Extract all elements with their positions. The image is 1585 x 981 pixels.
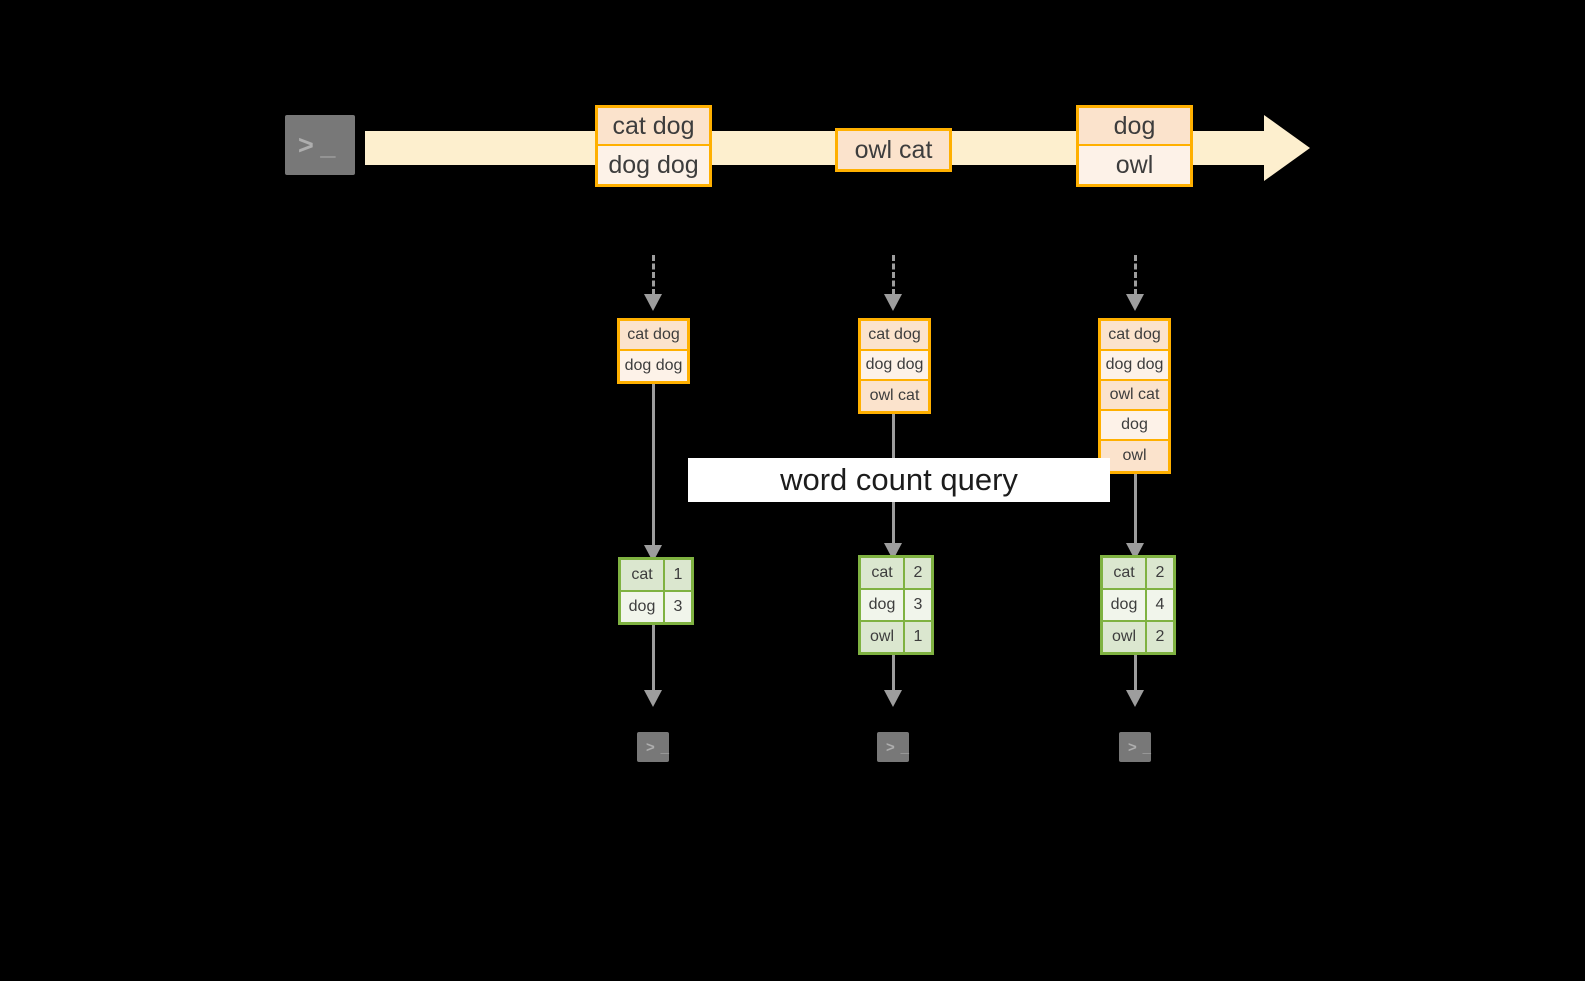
stage-1-output-arrowhead xyxy=(644,690,662,707)
stream-record-1[interactable]: cat dog dog dog xyxy=(595,105,712,187)
result-word: dog xyxy=(861,590,905,620)
prompt-chevron-icon: > xyxy=(1128,738,1138,756)
accumulated-row: owl cat xyxy=(861,381,928,411)
result-count: 1 xyxy=(905,622,931,652)
prompt-cursor-icon: _ xyxy=(1142,738,1152,756)
result-row: cat 2 xyxy=(1103,558,1173,590)
result-row: dog 3 xyxy=(621,592,691,622)
query-label-banner: word count query xyxy=(688,458,1110,502)
terminal-prompt-icon: > _ xyxy=(1119,732,1151,762)
stage-3-accumulated-table[interactable]: cat dog dog dog owl cat dog owl xyxy=(1098,318,1171,474)
terminal-prompt-icon: > _ xyxy=(637,732,669,762)
stage-1-output-connector xyxy=(652,621,655,696)
result-word: cat xyxy=(621,560,665,590)
stage-3-sink-terminal[interactable]: > _ xyxy=(1109,722,1161,772)
result-count: 4 xyxy=(1147,590,1173,620)
stage-2-ingest-connector xyxy=(892,255,895,295)
result-count: 2 xyxy=(905,558,931,588)
query-label-text: word count query xyxy=(780,462,1018,497)
result-row: owl 2 xyxy=(1103,622,1173,652)
prompt-chevron-icon: > xyxy=(886,738,896,756)
terminal-prompt-icon: > _ xyxy=(877,732,909,762)
stage-2-ingest-arrowhead xyxy=(884,294,902,311)
accumulated-row: owl xyxy=(1101,441,1168,471)
stream-record-line: dog xyxy=(1079,108,1190,146)
stream-record-line: dog dog xyxy=(598,146,709,184)
result-row: cat 1 xyxy=(621,560,691,592)
stage-1-ingest-connector xyxy=(652,255,655,295)
stage-1-query-connector xyxy=(652,384,655,551)
result-row: dog 4 xyxy=(1103,590,1173,622)
result-row: owl 1 xyxy=(861,622,931,652)
prompt-cursor-icon: _ xyxy=(900,738,910,756)
result-word: owl xyxy=(1103,622,1147,652)
stage-1-result-table[interactable]: cat 1 dog 3 xyxy=(618,557,694,625)
stage-2-accumulated-table[interactable]: cat dog dog dog owl cat xyxy=(858,318,931,414)
result-row: dog 3 xyxy=(861,590,931,622)
terminal-body xyxy=(285,115,355,175)
prompt-chevron-icon: > xyxy=(298,129,316,160)
prompt-cursor-icon: _ xyxy=(320,129,338,160)
stage-3-ingest-connector xyxy=(1134,255,1137,295)
stage-1-sink-terminal[interactable]: > _ xyxy=(627,722,679,772)
stream-record-line: cat dog xyxy=(598,108,709,146)
stage-3-result-table[interactable]: cat 2 dog 4 owl 2 xyxy=(1100,555,1176,655)
stage-2-result-table[interactable]: cat 2 dog 3 owl 1 xyxy=(858,555,934,655)
stage-3-query-connector xyxy=(1134,474,1137,549)
stage-3-ingest-arrowhead xyxy=(1126,294,1144,311)
stream-record-line: owl cat xyxy=(838,131,949,169)
stage-2-output-arrowhead xyxy=(884,690,902,707)
accumulated-row: cat dog xyxy=(620,321,687,351)
result-count: 2 xyxy=(1147,622,1173,652)
input-stream-arrowhead xyxy=(1264,115,1310,181)
stage-1-ingest-arrowhead xyxy=(644,294,662,311)
terminal-body xyxy=(1119,732,1151,762)
stage-2-output-connector xyxy=(892,651,895,696)
accumulated-row: owl cat xyxy=(1101,381,1168,411)
prompt-cursor-icon: _ xyxy=(660,738,670,756)
stage-2-sink-terminal[interactable]: > _ xyxy=(867,722,919,772)
terminal-body xyxy=(877,732,909,762)
terminal-prompt-icon: > _ xyxy=(285,115,355,175)
stage-3-output-arrowhead xyxy=(1126,690,1144,707)
accumulated-row: dog xyxy=(1101,411,1168,441)
accumulated-row: cat dog xyxy=(861,321,928,351)
stream-record-2[interactable]: owl cat xyxy=(835,128,952,172)
result-count: 1 xyxy=(665,560,691,590)
stage-1-accumulated-table[interactable]: cat dog dog dog xyxy=(617,318,690,384)
result-count: 2 xyxy=(1147,558,1173,588)
result-count: 3 xyxy=(905,590,931,620)
result-count: 3 xyxy=(665,592,691,622)
result-word: cat xyxy=(1103,558,1147,588)
result-row: cat 2 xyxy=(861,558,931,590)
source-terminal[interactable]: > _ xyxy=(275,105,365,185)
accumulated-row: dog dog xyxy=(620,351,687,381)
accumulated-row: cat dog xyxy=(1101,321,1168,351)
result-word: cat xyxy=(861,558,905,588)
terminal-body xyxy=(637,732,669,762)
stage-3-output-connector xyxy=(1134,651,1137,696)
result-word: dog xyxy=(1103,590,1147,620)
accumulated-row: dog dog xyxy=(861,351,928,381)
stream-record-line: owl xyxy=(1079,146,1190,184)
prompt-chevron-icon: > xyxy=(646,738,656,756)
stream-record-3[interactable]: dog owl xyxy=(1076,105,1193,187)
result-word: owl xyxy=(861,622,905,652)
result-word: dog xyxy=(621,592,665,622)
accumulated-row: dog dog xyxy=(1101,351,1168,381)
